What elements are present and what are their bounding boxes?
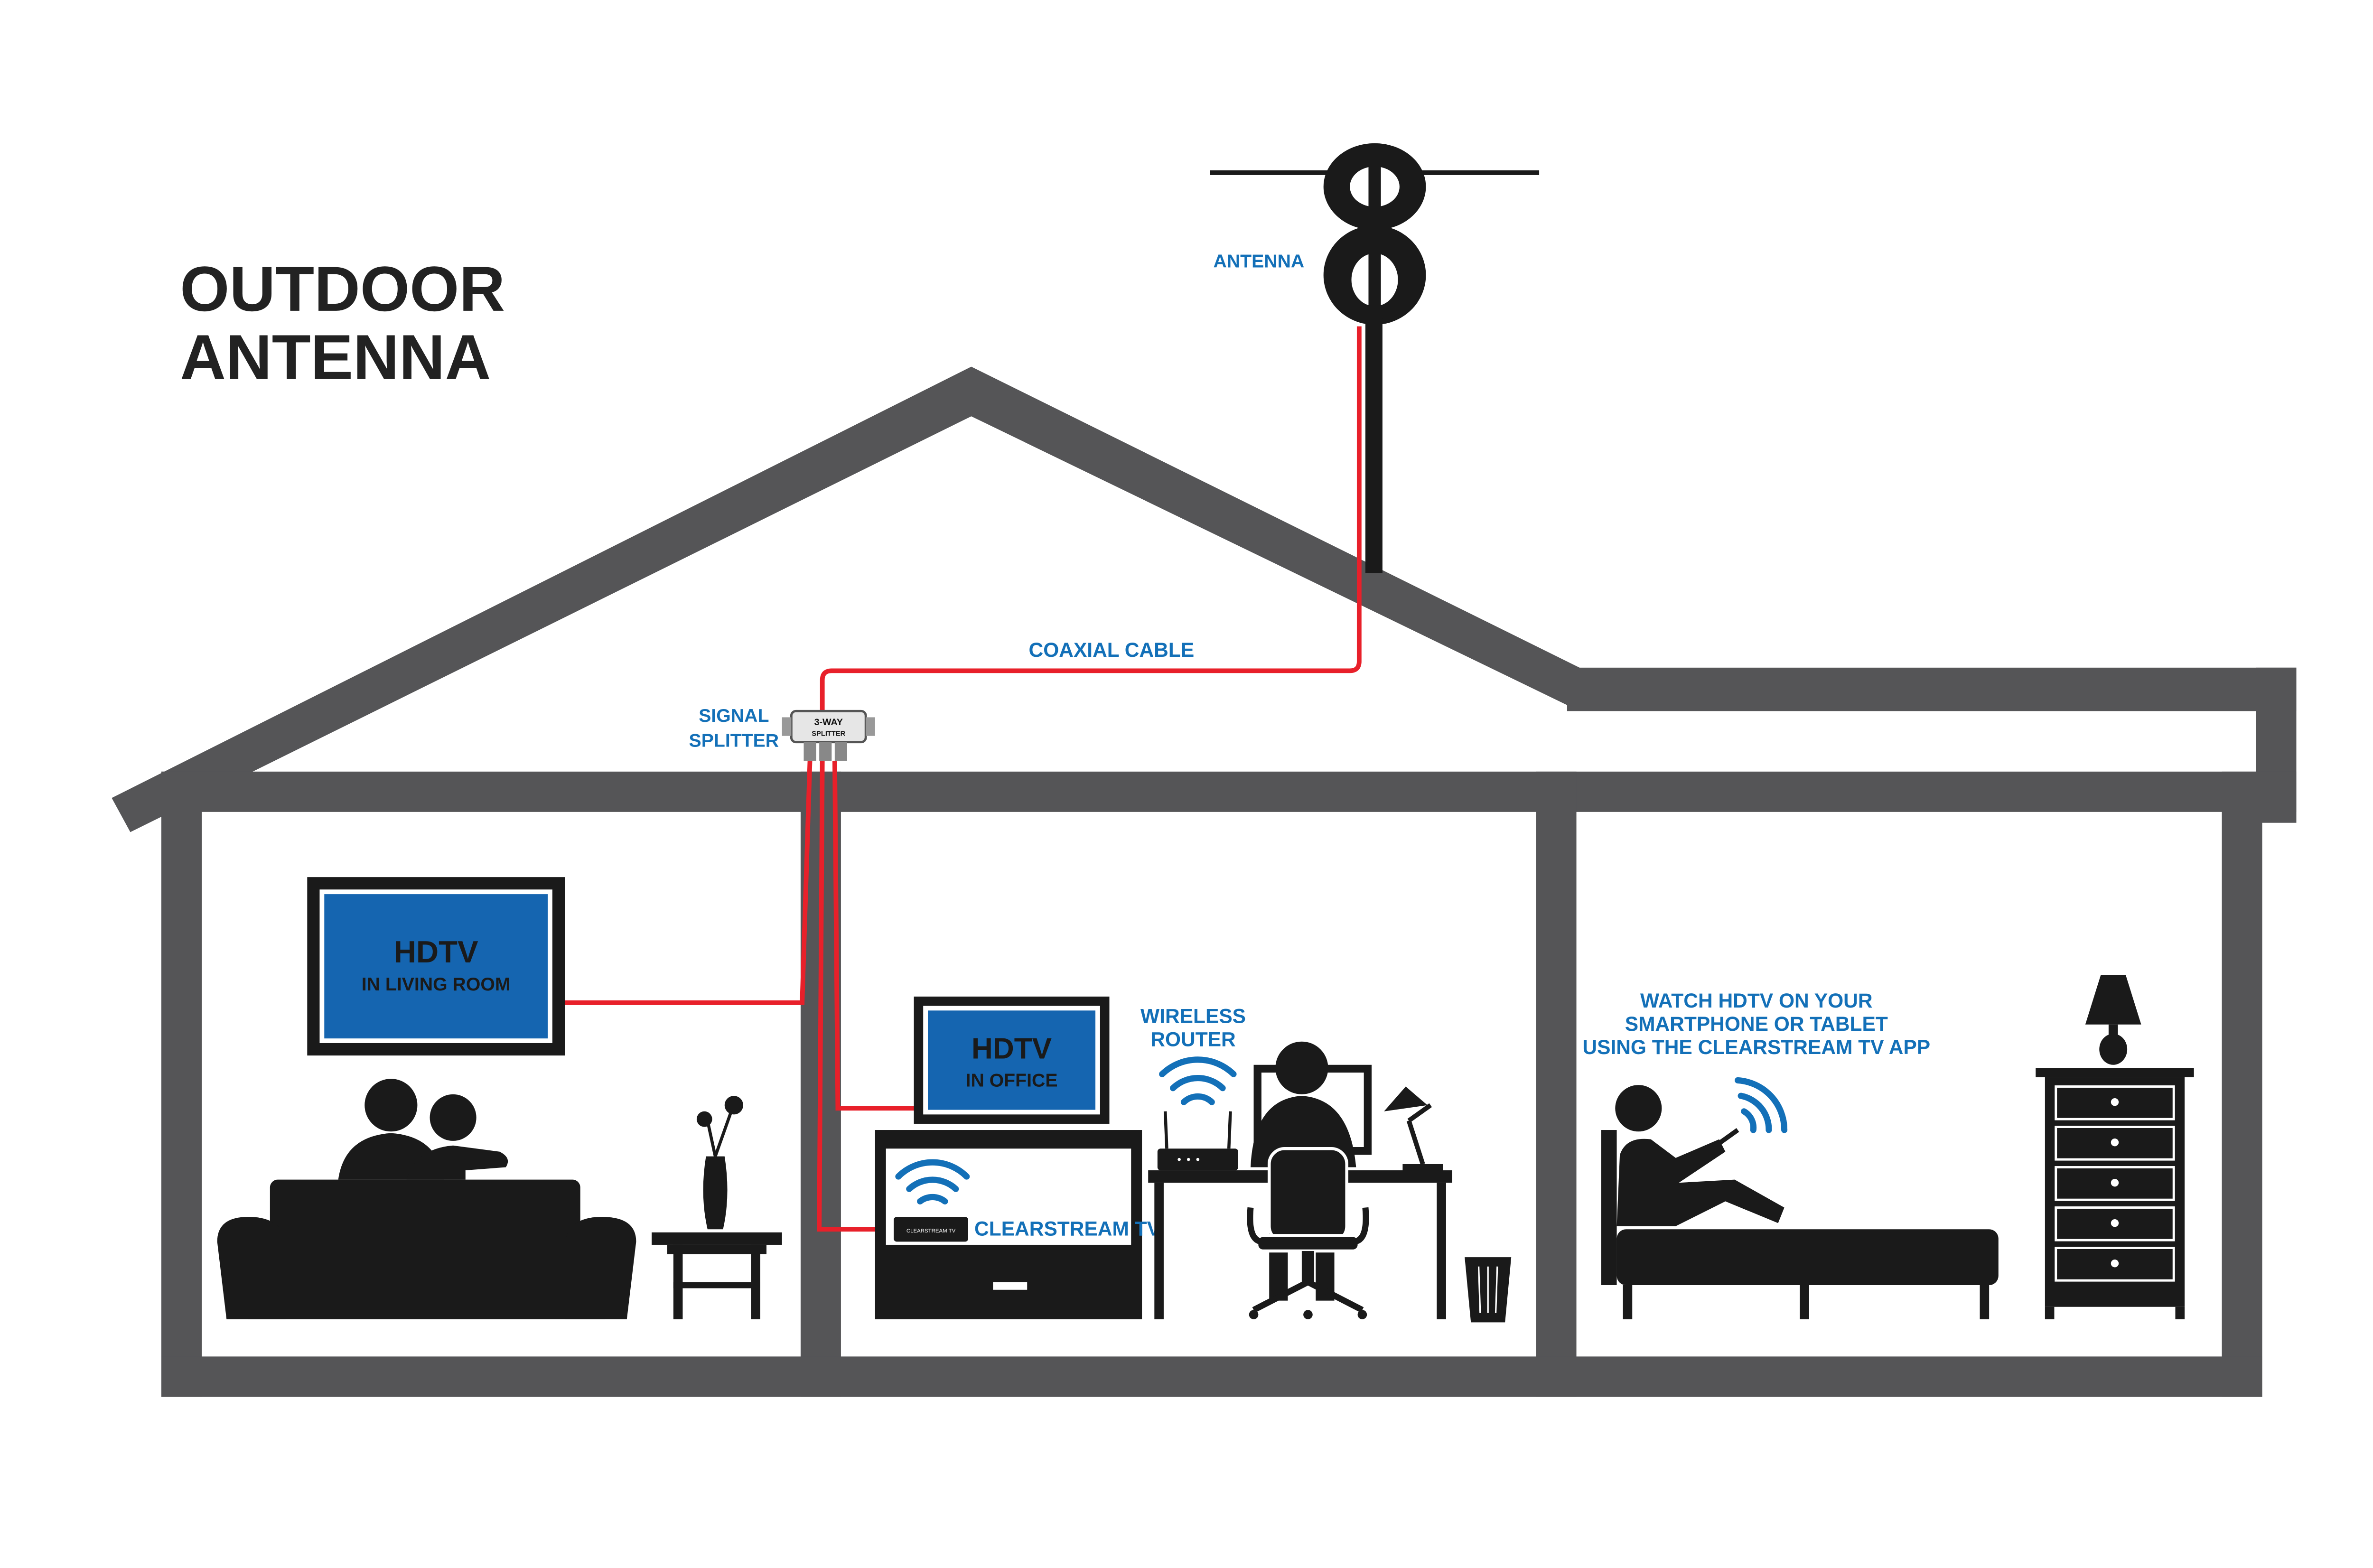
splitter-face-line-2: SPLITTER (812, 730, 845, 738)
bedroom: WATCH HDTV ON YOUR SMARTPHONE OR TABLET … (1582, 975, 2194, 1319)
signal-splitter-icon: 3-WAY SPLITTER (782, 709, 875, 761)
hdtv-office-title: HDTV (972, 1033, 1052, 1065)
coaxial-cable-label: COAXIAL CABLE (1028, 639, 1194, 662)
bedroom-caption-line-3: USING THE CLEARSTREAM TV APP (1582, 1036, 1930, 1059)
dresser (2036, 1068, 2194, 1319)
wifi-signal-icon (895, 1159, 970, 1204)
hdtv-living-room: HDTV IN LIVING ROOM (307, 877, 565, 1056)
splitter-face-line-1: 3-WAY (814, 717, 843, 728)
bed (1601, 1130, 1999, 1319)
svg-text:CLEARSTREAM TV: CLEARSTREAM TV (906, 1228, 956, 1234)
phone-wifi-icon (1735, 1077, 1788, 1133)
side-table (652, 1232, 782, 1319)
interior-wall-2 (1536, 771, 1577, 1397)
signal-splitter-label-1: SIGNAL (699, 705, 769, 726)
person-with-phone (1615, 1085, 1784, 1226)
couple-silhouette (338, 1079, 508, 1180)
side-roof (1567, 667, 2297, 711)
living-room: HDTV IN LIVING ROOM (217, 877, 782, 1319)
trash-bin (1465, 1257, 1512, 1323)
signal-splitter-label-2: SPLITTER (689, 730, 779, 751)
router-wifi-icon (1159, 1056, 1237, 1105)
wireless-router-label-2: ROUTER (1150, 1029, 1235, 1051)
sofa (217, 1179, 636, 1319)
flower-vase (696, 1096, 743, 1230)
wireless-router-label-1: WIRELESS (1140, 1005, 1246, 1027)
office: HDTV IN OFFICE CLEARSTREAM TV CLEARSTREA… (875, 996, 1512, 1323)
main-roof (112, 366, 1580, 832)
left-wall (161, 771, 202, 1397)
bedroom-caption-line-2: SMARTPHONE OR TABLET (1625, 1013, 1888, 1036)
right-wall (2222, 771, 2262, 1397)
office-chair (1247, 1147, 1369, 1319)
bedside-lamp (2085, 975, 2141, 1065)
antenna-icon (1210, 143, 1540, 573)
ceiling (161, 771, 2297, 812)
antenna-label: ANTENNA (1214, 251, 1305, 271)
desk-lamp (1384, 1086, 1443, 1172)
hdtv-living-title: HDTV (394, 934, 478, 969)
wireless-router-icon (1157, 1111, 1238, 1171)
coaxial-cable (565, 326, 1362, 1232)
clearstream-tv-label: CLEARSTREAM TV (974, 1218, 1161, 1240)
hdtv-office: HDTV IN OFFICE (914, 996, 1110, 1124)
clearstream-tv-device: CLEARSTREAM TV (894, 1217, 968, 1242)
title-line-1: OUTDOOR (180, 254, 505, 325)
floor (161, 1356, 2262, 1397)
bedroom-caption-line-1: WATCH HDTV ON YOUR (1640, 990, 1873, 1012)
title-line-2: ANTENNA (180, 322, 491, 393)
hdtv-office-subtitle: IN OFFICE (966, 1070, 1058, 1091)
diagram-title: OUTDOOR ANTENNA (180, 254, 505, 393)
hdtv-living-subtitle: IN LIVING ROOM (362, 974, 511, 995)
